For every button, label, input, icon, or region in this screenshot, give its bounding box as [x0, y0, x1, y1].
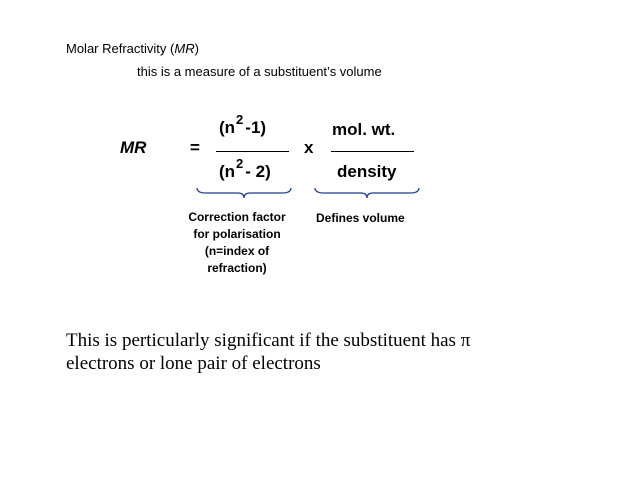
note-line-2: electrons or lone pair of electrons: [66, 353, 321, 374]
equals-sign: =: [190, 138, 200, 157]
correction-line: Correction factor: [188, 210, 286, 224]
correction-line: (n=index of: [204, 244, 270, 258]
fraction-numerator: (n2-1): [219, 112, 267, 138]
mol-wt-numerator: mol. wt.: [332, 120, 396, 139]
density-denominator: density: [337, 162, 397, 181]
denominator-rest: - 2): [245, 162, 271, 181]
defines-volume-label: Defines volume: [316, 211, 405, 225]
note-line-1: This is perticularly significant if the …: [66, 330, 471, 351]
numerator-exponent: 2: [236, 112, 244, 127]
note-text: This is perticularly significant if the …: [66, 329, 586, 375]
times-sign: x: [304, 138, 314, 157]
equation-lhs: MR: [120, 138, 147, 157]
fraction-bar-1: [216, 151, 289, 152]
title-suffix: ): [194, 41, 199, 56]
correction-line: refraction): [207, 261, 267, 275]
numerator-base: (n: [219, 118, 236, 137]
denominator-exponent: 2: [236, 156, 244, 171]
title-prefix: Molar Refractivity (: [66, 41, 175, 56]
slide-title: Molar Refractivity (MR): [66, 41, 199, 56]
correction-line: for polarisation: [193, 227, 281, 241]
fraction-denominator: (n2- 2): [219, 156, 271, 182]
numerator-rest: -1): [245, 118, 267, 137]
correction-factor-label: Correction factor for polarisation (n=in…: [176, 209, 298, 277]
title-abbr: MR: [174, 41, 195, 56]
fraction-bar-2: [331, 151, 414, 152]
denominator-base: (n: [219, 162, 236, 181]
slide-subtitle: this is a measure of a substituent’s vol…: [137, 64, 382, 79]
brace-icon-right: [314, 187, 420, 199]
brace-icon-left: [196, 187, 292, 199]
